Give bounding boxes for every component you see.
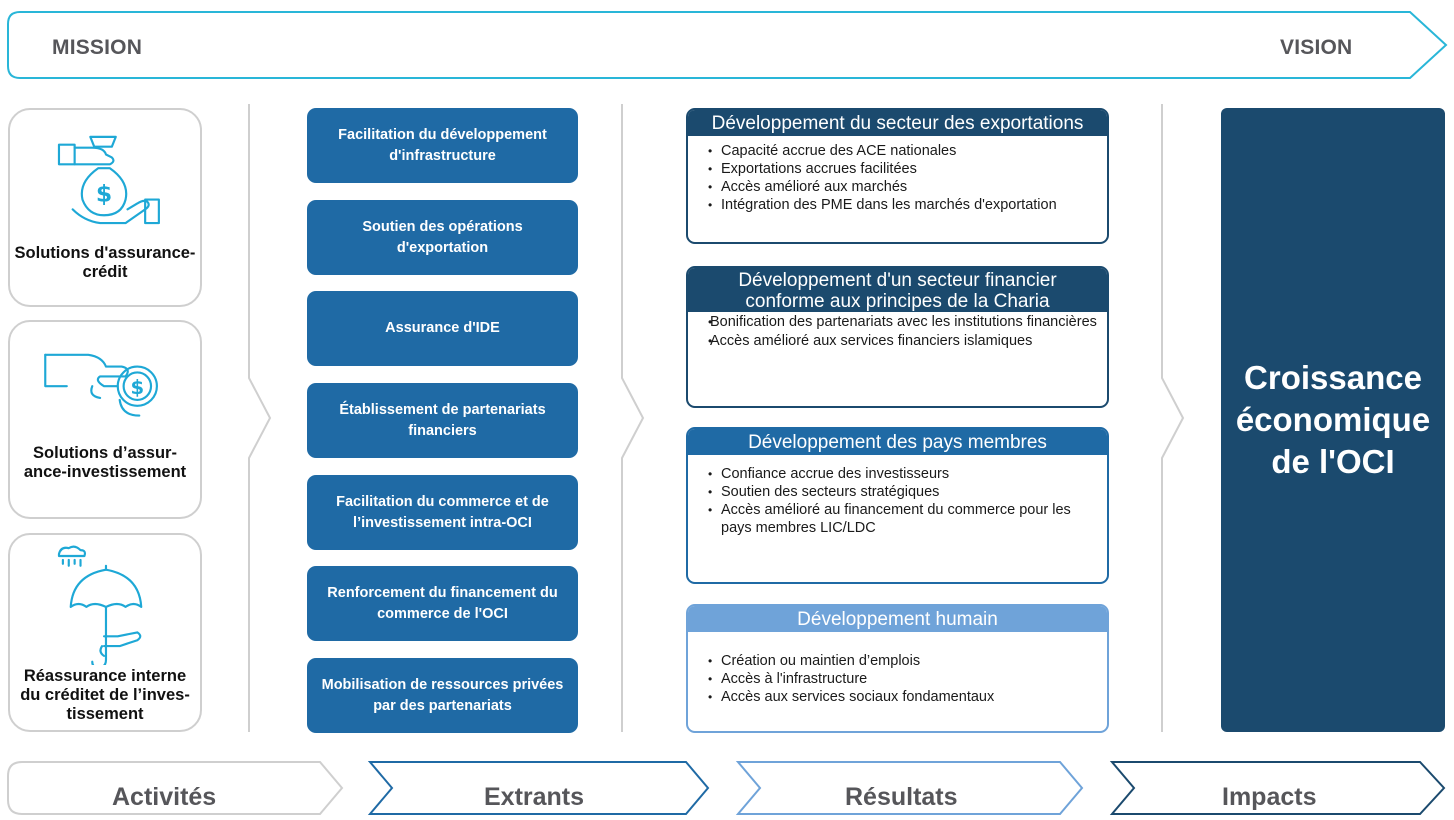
impact-box: Croissance économique de l'OCI bbox=[1221, 108, 1445, 732]
label-resultats: Résultats bbox=[845, 783, 958, 811]
output-box: Facilitation du commerce et de l’investi… bbox=[307, 475, 578, 550]
label-extrants: Extrants bbox=[484, 783, 585, 811]
output-box: Facilitation du développement d'infrastr… bbox=[307, 108, 578, 183]
umbrella-rain-icon bbox=[57, 545, 143, 665]
mission-vision-banner bbox=[7, 11, 1448, 79]
process-arrows bbox=[7, 761, 1446, 815]
result-item: Accès aux services sociaux fondamentaux bbox=[688, 688, 1107, 706]
output-box: Assurance d'IDE bbox=[307, 291, 578, 366]
result-item: Confiance accrue des investisseurs bbox=[688, 465, 1107, 483]
hand-money-bag-icon: $ bbox=[57, 135, 160, 225]
vision-label: VISION bbox=[1280, 36, 1353, 59]
output-box: Mobilisation de ressources privées par d… bbox=[307, 658, 578, 733]
activity-label-reinsurance: Réassurance interne du créditet de l’inv… bbox=[20, 667, 190, 723]
result-box-members: Développement des pays membres Confiance… bbox=[686, 427, 1109, 584]
result-title: Développement des pays membres bbox=[688, 429, 1107, 455]
column-separators bbox=[248, 104, 1185, 732]
svg-text:$: $ bbox=[131, 376, 145, 399]
result-item: Accès amélioré aux marchés bbox=[688, 178, 1107, 196]
activity-label-credit: Solutions d'assurance-crédit bbox=[14, 244, 196, 281]
label-activites: Activités bbox=[112, 783, 217, 811]
result-item: Soutien des secteurs stratégiques bbox=[688, 483, 1107, 501]
hand-coin-icon: $ bbox=[44, 353, 158, 417]
result-title: Développement du secteur des exportation… bbox=[688, 110, 1107, 136]
activity-card-credit: $ Solutions d'assurance-crédit bbox=[8, 108, 202, 307]
result-box-exports: Développement du secteur des exportation… bbox=[686, 108, 1109, 244]
output-box: Établissement de partenariats financiers bbox=[307, 383, 578, 458]
result-item: Bonification des partenariats avec les i… bbox=[688, 313, 1107, 331]
result-item: Accès amélioré au financement du commerc… bbox=[688, 501, 1107, 537]
result-title: Développement d'un secteur financier con… bbox=[688, 268, 1107, 312]
result-item: Exportations accrues facilitées bbox=[688, 160, 1107, 178]
result-box-human: Développement humain Création ou maintie… bbox=[686, 604, 1109, 733]
result-title: Développement humain bbox=[688, 606, 1107, 632]
result-item: Accès amélioré aux services financiers i… bbox=[688, 332, 1107, 350]
result-box-finance: Développement d'un secteur financier con… bbox=[686, 266, 1109, 408]
activity-card-investment: $ Solutions d’assur-ance-investissement bbox=[8, 320, 202, 519]
activity-label-investment: Solutions d’assur-ance-investissement bbox=[23, 444, 187, 481]
result-item: Intégration des PME dans les marchés d'e… bbox=[688, 196, 1107, 214]
label-impacts: Impacts bbox=[1222, 783, 1317, 811]
impact-text: Croissance économique de l'OCI bbox=[1235, 359, 1431, 480]
output-box: Soutien des opérations d'exportation bbox=[307, 200, 578, 275]
result-item: Accès à l'infrastructure bbox=[688, 670, 1107, 688]
output-box: Renforcement du financement du commerce … bbox=[307, 566, 578, 641]
result-item: Création ou maintien d’emplois bbox=[688, 652, 1107, 670]
result-item: Capacité accrue des ACE nationales bbox=[688, 142, 1107, 160]
svg-text:$: $ bbox=[96, 180, 112, 208]
activity-card-reinsurance: Réassurance interne du créditet de l’inv… bbox=[8, 533, 202, 732]
mission-label: MISSION bbox=[52, 36, 143, 59]
